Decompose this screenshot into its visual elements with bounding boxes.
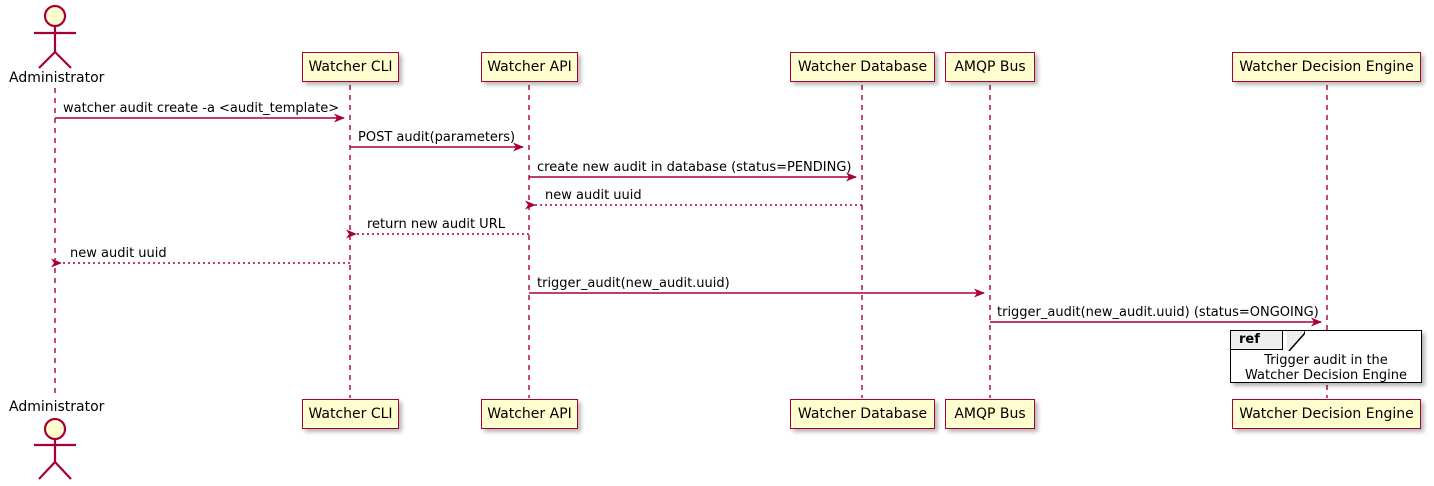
message-label-post-audit: POST audit(parameters) [358, 130, 516, 145]
ref-tab-corner-icon [1287, 331, 1305, 351]
participant-box-amqp-bus-bottom[interactable]: AMQP Bus [945, 399, 1035, 429]
message-label-trigger-audit: trigger_audit(new_audit.uuid) [537, 276, 730, 291]
participant-box-watcher-cli-top[interactable]: Watcher CLI [302, 52, 399, 82]
participant-box-watcher-decision-engine-top[interactable]: Watcher Decision Engine [1232, 52, 1421, 82]
actor-label-administrator-bottom: Administrator [9, 399, 105, 415]
participant-box-watcher-api-top[interactable]: Watcher API [481, 52, 578, 82]
message-label-watcher-audit-create: watcher audit create -a <audit_template> [63, 101, 340, 116]
actor-administrator-bottom [34, 417, 76, 480]
ref-fragment-tab: ref [1231, 331, 1283, 350]
participant-label-amqp-bus-bottom: AMQP Bus [954, 406, 1026, 422]
participant-box-watcher-decision-engine-bottom[interactable]: Watcher Decision Engine [1232, 399, 1421, 429]
participant-label-watcher-cli: Watcher CLI [308, 59, 393, 75]
message-label-return-new-audit-url: return new audit URL [367, 217, 505, 232]
actor-administrator-top [34, 4, 76, 69]
participant-box-amqp-bus-top[interactable]: AMQP Bus [945, 52, 1035, 82]
actor-label-administrator-top: Administrator [9, 70, 105, 86]
ref-fragment-line-2: Watcher Decision Engine [1245, 367, 1407, 383]
message-label-new-audit-uuid-db: new audit uuid [545, 188, 642, 203]
ref-fragment-line-1: Trigger audit in the [1264, 353, 1388, 368]
participant-label-amqp-bus: AMQP Bus [954, 59, 1026, 75]
participant-label-watcher-cli-bottom: Watcher CLI [308, 406, 393, 422]
participant-box-watcher-database-bottom[interactable]: Watcher Database [790, 399, 935, 429]
participant-box-watcher-api-bottom[interactable]: Watcher API [481, 399, 578, 429]
participant-label-watcher-database-bottom: Watcher Database [797, 406, 928, 422]
ref-fragment[interactable]: ref Trigger audit in the Watcher Decisio… [1230, 330, 1422, 383]
participant-label-watcher-decision-engine-bottom: Watcher Decision Engine [1239, 406, 1414, 422]
lifelines [54, 85, 1328, 398]
participant-label-watcher-decision-engine: Watcher Decision Engine [1239, 59, 1414, 75]
participant-label-watcher-database: Watcher Database [797, 59, 928, 75]
participant-box-watcher-database-top[interactable]: Watcher Database [790, 52, 935, 82]
message-label-new-audit-uuid-cli: new audit uuid [70, 246, 167, 261]
message-label-create-new-audit: create new audit in database (status=PEN… [537, 160, 852, 175]
message-label-trigger-audit-ongoing: trigger_audit(new_audit.uuid) (status=ON… [997, 305, 1319, 320]
ref-fragment-body: Trigger audit in the Watcher Decision En… [1231, 353, 1421, 384]
participant-box-watcher-cli-bottom[interactable]: Watcher CLI [302, 399, 399, 429]
participant-label-watcher-api: Watcher API [487, 59, 572, 75]
participant-label-watcher-api-bottom: Watcher API [487, 406, 572, 422]
